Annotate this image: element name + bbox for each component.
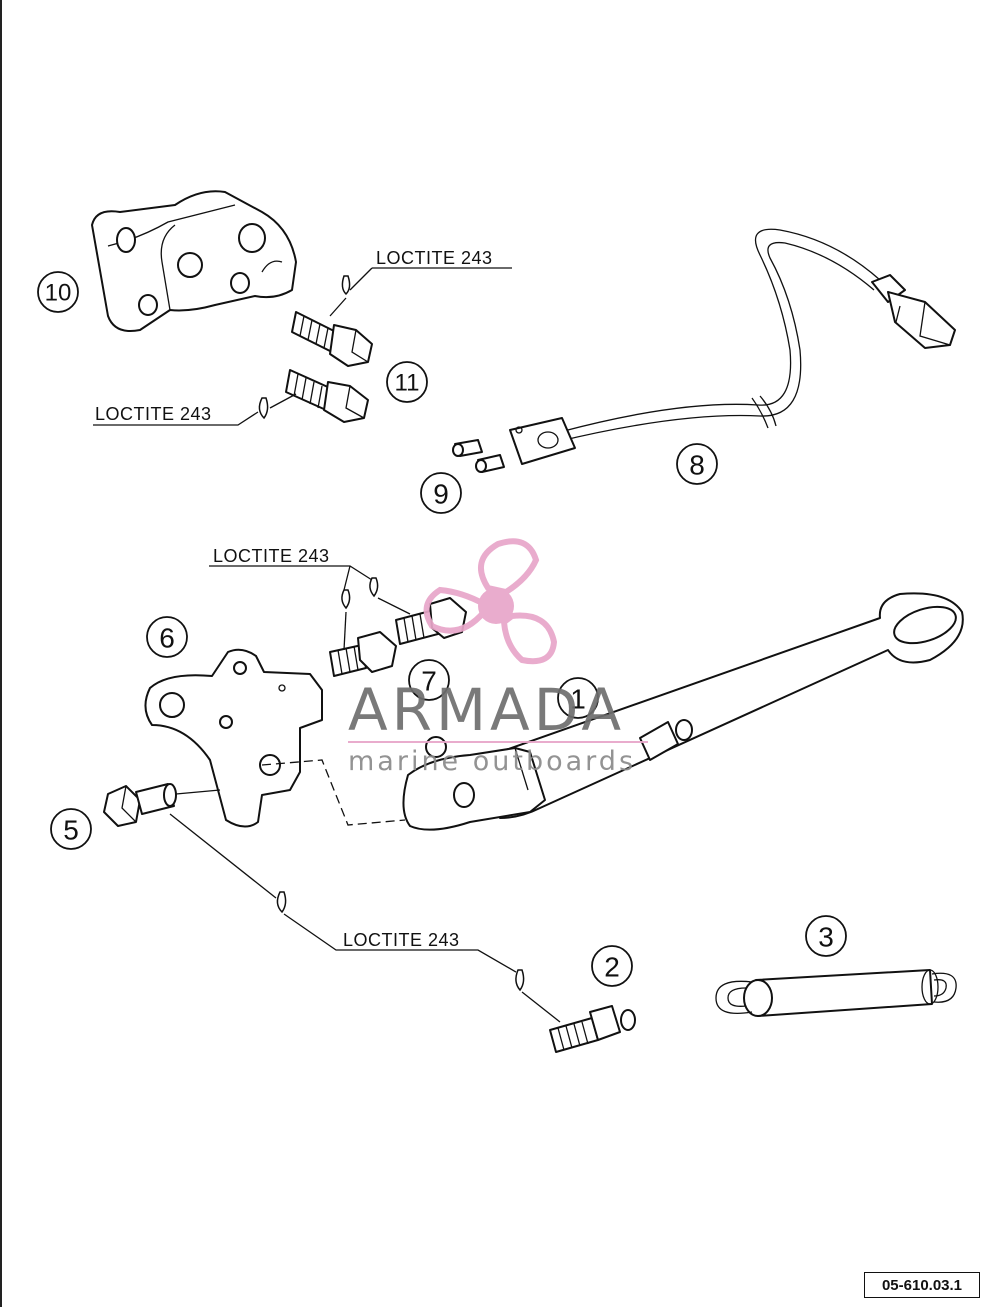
loctite-callout-3: LOCTITE 243 [209,546,411,651]
svg-text:6: 6 [159,623,175,654]
part-7-bolt-lower [329,631,397,677]
part-number-9: 9 [420,472,462,514]
part-3-spring [715,969,957,1017]
part-number-10: 10 [37,271,79,313]
part-11-bolt-upper [291,311,373,367]
reference-code: 05-610.03.1 [864,1272,980,1298]
part-number-7: 7 [408,659,450,701]
part-5-bolt [103,783,177,827]
part-11-bolt-lower [285,369,369,423]
assembly-line-bolt5 [175,789,221,795]
part-9-screws [452,439,505,473]
loctite-label: LOCTITE 243 [343,930,460,950]
svg-text:11: 11 [395,370,420,397]
part-number-6: 6 [146,616,188,658]
svg-text:1: 1 [570,684,586,715]
part-10-bracket [91,190,297,332]
svg-text:10: 10 [45,280,72,307]
loctite-label: LOCTITE 243 [376,248,493,268]
svg-text:9: 9 [433,479,449,510]
loctite-label: LOCTITE 243 [213,546,330,566]
assembly-line-stand-plate [261,759,406,826]
loctite-label: LOCTITE 243 [95,404,212,424]
part-6-plate [144,648,323,828]
svg-text:5: 5 [63,815,79,846]
propeller-icon [423,538,558,665]
watermark-logo: ARMADA marine outboards [348,538,648,777]
loctite-callout-1: LOCTITE 243 [329,248,512,317]
loctite-callout-4: LOCTITE 243 [169,813,561,1023]
part-number-11: 11 [386,361,428,403]
part-2-grease-nipple [549,1005,636,1053]
svg-text:2: 2 [604,952,620,983]
part-1-side-stand [402,592,964,831]
part-number-5: 5 [50,808,92,850]
svg-text:7: 7 [421,666,437,697]
loctite-callout-2: LOCTITE 243 [93,393,297,426]
part-8-switch-cable [509,228,956,465]
part-number-1: 1 [557,677,599,719]
watermark-subtitle: marine outboards [348,746,636,777]
svg-text:3: 3 [818,922,834,953]
part-number-3: 3 [805,915,847,957]
part-number-8: 8 [676,443,718,485]
left-border-rule [0,0,2,1307]
watermark-title: ARMADA [348,676,625,744]
part-number-2: 2 [591,945,633,987]
svg-text:8: 8 [689,450,705,481]
